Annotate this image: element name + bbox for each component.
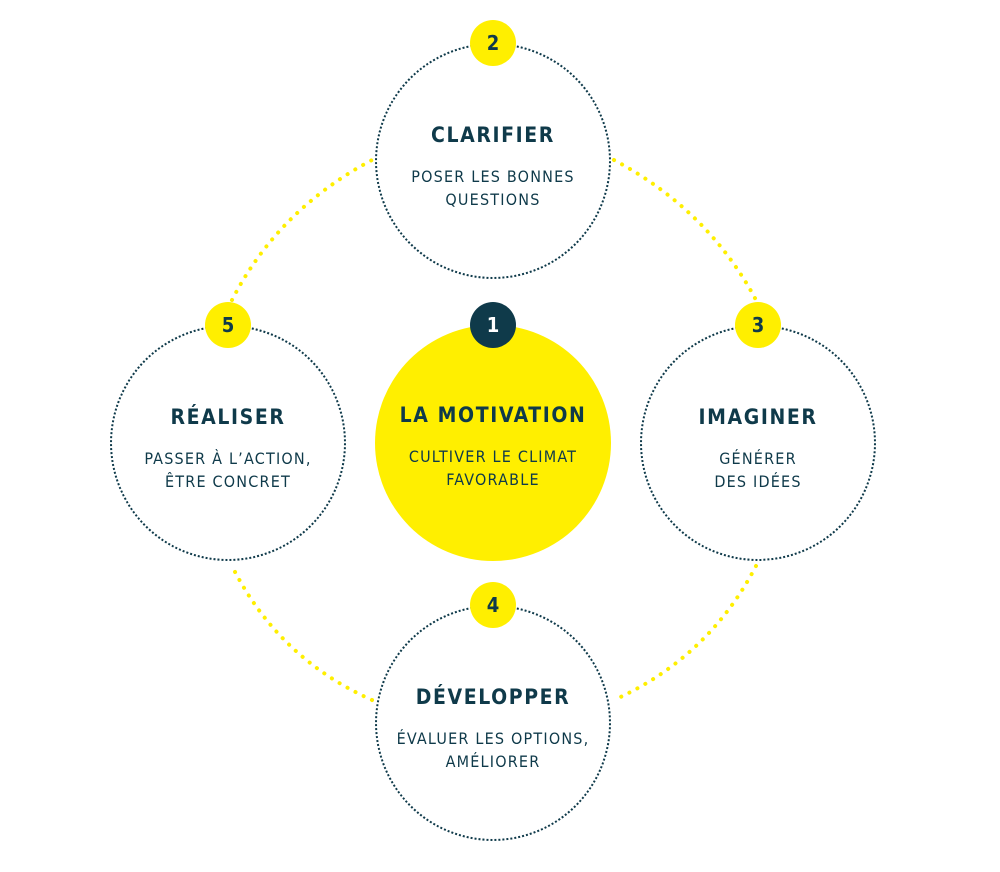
step-title: CLARIFIER xyxy=(431,123,555,147)
step-title: RÉALISER xyxy=(170,405,286,429)
step-number-badge-2: 2 xyxy=(470,20,516,66)
step-imaginer: IMAGINER GÉNÉRER DES IDÉES xyxy=(640,325,876,561)
step-number-badge-4: 4 xyxy=(470,582,516,628)
step-number-badge-5: 5 xyxy=(205,302,251,348)
step-realiser: RÉALISER PASSER À L’ACTION, ÊTRE CONCRET xyxy=(110,325,346,561)
step-developper: DÉVELOPPER ÉVALUER LES OPTIONS, AMÉLIORE… xyxy=(375,605,611,841)
step-clarifier: CLARIFIER POSER LES BONNES QUESTIONS xyxy=(375,43,611,279)
step-subtitle: ÉVALUER LES OPTIONS, AMÉLIORER xyxy=(396,729,590,771)
step-title: IMAGINER xyxy=(698,405,818,429)
step-title: DÉVELOPPER xyxy=(415,685,571,709)
step-subtitle: POSER LES BONNES QUESTIONS xyxy=(411,167,575,209)
step-subtitle: CULTIVER LE CLIMAT FAVORABLE xyxy=(408,447,578,489)
step-number-badge-3: 3 xyxy=(735,302,781,348)
connector-4-5 xyxy=(230,564,374,702)
step-subtitle: GÉNÉRER DES IDÉES xyxy=(714,449,802,491)
step-number-badge-1: 1 xyxy=(470,302,516,348)
connector-2-3 xyxy=(612,158,758,302)
step-title: LA MOTIVATION xyxy=(399,403,587,427)
step-subtitle: PASSER À L’ACTION, ÊTRE CONCRET xyxy=(144,449,312,491)
connector-5-2 xyxy=(230,158,374,302)
step-la-motivation: LA MOTIVATION CULTIVER LE CLIMAT FAVORAB… xyxy=(375,325,611,561)
connector-3-4 xyxy=(612,564,758,702)
